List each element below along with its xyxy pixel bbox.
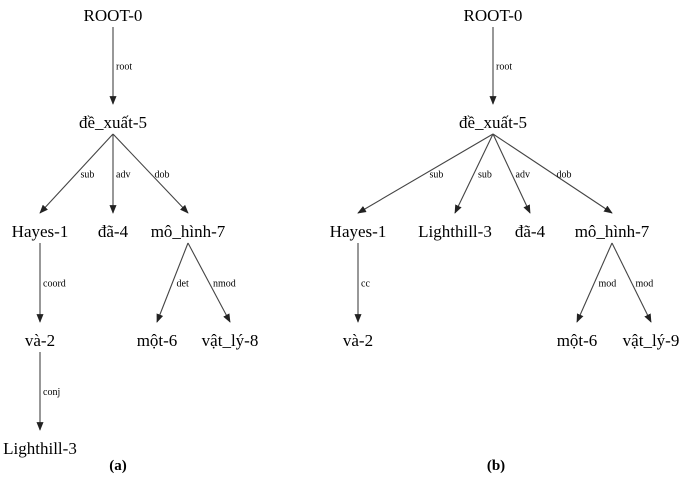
tree-node: Lighthill-3 (418, 222, 492, 241)
edge-label: dob (557, 170, 572, 181)
dependency-edge (112, 133, 189, 214)
tree-node: một-6 (557, 331, 598, 350)
dependency-edge (576, 242, 613, 323)
tree-node: Lighthill-3 (3, 439, 77, 458)
tree-node: mô_hình-7 (575, 222, 650, 241)
edge-label: coord (43, 279, 66, 290)
edge-label: mod (599, 279, 617, 290)
tree-node: ROOT-0 (84, 6, 143, 25)
edge-label: cc (361, 279, 370, 290)
figure-caption: (b) (487, 458, 505, 474)
edge-label: mod (636, 279, 654, 290)
tree-node: vật_lý-8 (202, 331, 259, 350)
dependency-edge (187, 242, 231, 323)
dependency-edge (611, 242, 652, 323)
edge-label: sub (430, 170, 444, 181)
edge-label: conj (43, 387, 60, 398)
edge-label: adv (516, 170, 530, 181)
tree-node: mô_hình-7 (151, 222, 226, 241)
figure-caption: (a) (109, 458, 127, 474)
tree-node: đề_xuất-5 (79, 113, 147, 132)
tree-node: và-2 (343, 331, 373, 350)
tree-node: Hayes-1 (12, 222, 69, 241)
dependency-edge (492, 133, 613, 214)
dependency-edge (454, 133, 494, 214)
edge-label: nmod (213, 279, 236, 290)
tree-node: ROOT-0 (464, 6, 523, 25)
tree-node: vật_lý-9 (623, 331, 680, 350)
tree-node: một-6 (137, 331, 178, 350)
edge-label: root (116, 62, 132, 73)
tree-node: đã-4 (515, 222, 546, 241)
edge-label: dob (155, 170, 170, 181)
dependency-edge (39, 133, 114, 214)
edge-label: adv (116, 170, 130, 181)
dependency-edge (357, 133, 494, 214)
dependency-edge (156, 242, 189, 323)
edge-label: sub (478, 170, 492, 181)
edge-label: det (177, 279, 189, 290)
dependency-edge (492, 133, 531, 214)
tree-a: root sub adv dob coord det nmod conj ROOT-0 đề_xu… (3, 6, 258, 474)
tree-node: Hayes-1 (330, 222, 387, 241)
tree-node: đã-4 (98, 222, 129, 241)
edge-label: root (496, 62, 512, 73)
tree-node: đề_xuất-5 (459, 113, 527, 132)
edge-label: sub (81, 170, 95, 181)
tree-node: và-2 (25, 331, 55, 350)
tree-b: root sub sub adv dob cc mod mod ROOT-0 đề_xuất-5H… (330, 6, 680, 474)
